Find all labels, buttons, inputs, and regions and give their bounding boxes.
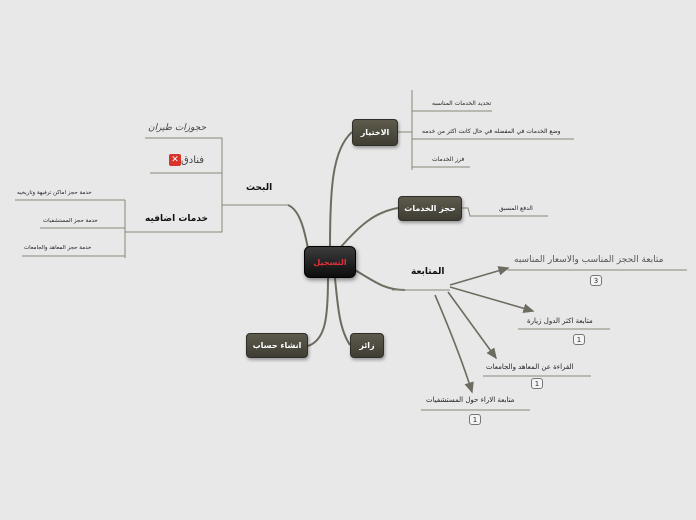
search-item-flights: حجوزات طيران	[148, 123, 207, 133]
root-node[interactable]: التسجيل	[304, 246, 356, 278]
choice-item-favorites: وضع الخدمات في المفضله في حال كانت اكثر …	[422, 128, 561, 135]
extra-item-entertainment: خدمة حجز اماكن ترفيهة وتاريخيه	[17, 190, 92, 196]
followup-item-institutes: القراءة عن المعاهد والجامعات	[486, 363, 574, 371]
followup-item-booking-prices: متابعة الحجز المناسب والاسعار المناسبه	[514, 255, 664, 265]
followup-item-hospitals: متابعة الاراء حول المستشفيات	[426, 396, 515, 404]
search-node[interactable]: البحث	[246, 183, 273, 193]
booking-item-prepayment: الدفع المسبق	[499, 205, 533, 212]
followup-badge-1[interactable]: 3	[590, 275, 602, 286]
choice-node[interactable]: الاختيار	[352, 119, 398, 146]
followup-item-most-visited: متابعة اكثر الدول زيارة	[527, 317, 593, 325]
followup-badge-3[interactable]: 1	[531, 378, 543, 389]
hotels-label: فنادق	[181, 155, 205, 166]
visitor-node[interactable]: زائر	[350, 333, 384, 358]
hotel-icon: ✕	[169, 154, 181, 166]
search-item-hotels: فنادق✕	[165, 154, 204, 166]
followup-node[interactable]: المتابعة	[411, 267, 445, 277]
create-account-node[interactable]: انشاء حساب	[246, 333, 308, 358]
followup-badge-4[interactable]: 1	[469, 414, 481, 425]
extra-item-hospitals: خدمة حجز المستشفيات	[43, 218, 98, 224]
extra-services-node[interactable]: خدمات اضافيه	[145, 214, 208, 224]
followup-badge-2[interactable]: 1	[573, 334, 585, 345]
choice-item-sort-services: فرز الخدمات	[432, 156, 465, 163]
extra-item-institutes: خدمة حجز المعاهد والجامعات	[24, 245, 92, 251]
choice-item-appropriate-services: تحديد الخدمات المناسبه	[432, 100, 492, 107]
booking-node[interactable]: حجز الخدمات	[398, 196, 462, 221]
